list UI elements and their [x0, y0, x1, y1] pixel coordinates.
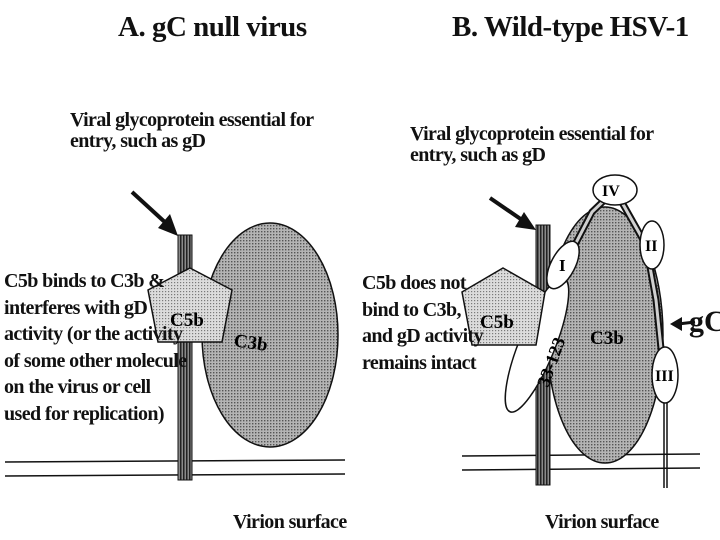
arrow-a-head: [158, 214, 178, 236]
domain-i: [546, 240, 580, 290]
panel-a-top-label-line: entry, such as gD: [70, 130, 206, 152]
panel-a-top-label: Viral glycoprotein essential for entry, …: [70, 110, 314, 152]
arrow-b-shaft: [488, 196, 527, 224]
panel-a-side-text: C5b binds to C3b & interferes with gD ac…: [4, 268, 187, 428]
membrane-line-a-1: [4, 459, 346, 463]
arrow-a-shaft: [130, 190, 170, 227]
panel-b-side-line: remains intact: [362, 351, 477, 374]
panel-a-side-line: C5b binds to C3b &: [4, 270, 165, 292]
panel-a-side-line: interferes with gD: [4, 296, 148, 319]
gc-label: gC: [689, 305, 720, 338]
panel-b-title: B. Wild-type HSV-1: [452, 11, 689, 43]
c5b-pentagon-a: [147, 267, 233, 343]
panel-a-title: A. gC null virus: [118, 11, 307, 43]
membrane-line-b-1: [461, 453, 701, 457]
panel-a-top-label-line: Viral glycoprotein essential for: [70, 109, 314, 131]
panel-a-side-line: on the virus or cell: [4, 376, 151, 399]
panel-b-side-line: and gD activity: [362, 325, 484, 348]
panel-a: C5b C3b: [4, 190, 346, 481]
membrane-line-b-2: [461, 467, 701, 471]
panel-b-side-text: C5b does not bind to C3b, and gD activit…: [362, 270, 484, 376]
panel-a-surface-label: Virion surface: [233, 511, 347, 533]
panel-b-side-line: C5b does not: [362, 272, 467, 294]
membrane-line-a-2: [4, 473, 346, 477]
arrow-gc-head: [670, 317, 682, 331]
panel-a-side-line: activity (or the activity: [4, 323, 183, 346]
panel-b-side-line: bind to C3b,: [362, 298, 462, 321]
panel-a-side-line: used for replication): [4, 402, 165, 425]
c5b-pentagon-b: [461, 267, 546, 346]
panel-b-top-label-line: Viral glycoprotein essential for: [410, 123, 654, 145]
domain-label-ii: II: [645, 238, 657, 255]
panel-b-top-label: Viral glycoprotein essential for entry, …: [410, 124, 654, 166]
panel-b-surface-label: Virion surface: [545, 511, 659, 533]
domain-label-iii: III: [655, 368, 674, 385]
panel-a-side-line: of some other molecule: [4, 349, 187, 372]
gc-domain-chain-inner: [564, 187, 664, 360]
panel-b: C5b C3b 33-123 I IV II III: [461, 174, 701, 488]
domain-iv: [592, 174, 638, 206]
domain-iii: [651, 346, 679, 404]
c3b-label-a: C3b: [233, 330, 269, 355]
c5b-label-a: C5b: [170, 310, 204, 331]
c3b-label-b: C3b: [590, 328, 624, 349]
domain-label-i: I: [559, 256, 566, 275]
arrow-b-head: [515, 212, 536, 230]
domain-ii: [639, 220, 665, 270]
domain-label-iv: IV: [602, 183, 620, 200]
panel-b-top-label-line: entry, such as gD: [410, 144, 546, 166]
c5b-label-b: C5b: [480, 312, 514, 333]
